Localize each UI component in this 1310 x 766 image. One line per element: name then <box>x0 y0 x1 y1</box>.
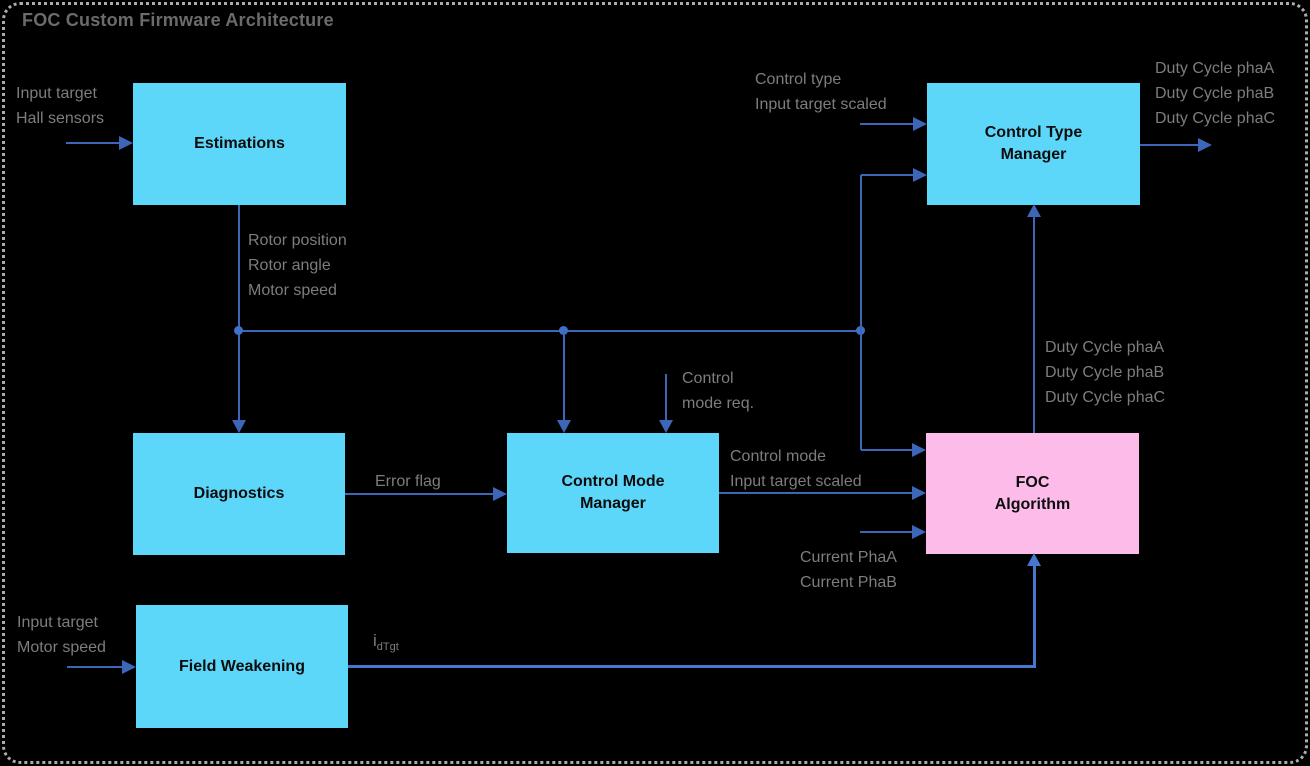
block-control-mode-manager: Control Mode Manager <box>507 433 719 553</box>
arrowhead-foc-into-ctm <box>1027 204 1041 217</box>
line-bus-horizontal <box>239 330 862 332</box>
arrowhead-into-diagnostics <box>232 420 246 433</box>
arrowhead-bus-into-cmm <box>557 420 571 433</box>
line-currents-to-foc <box>860 531 912 533</box>
line-riser-to-ctm <box>861 174 913 176</box>
label-idtgt-sub: dTgt <box>376 641 399 653</box>
label-error-flag: Error flag <box>375 473 441 490</box>
label-estimations-inputs: Input target Hall sensors <box>16 85 105 127</box>
arrowhead-cmm-into-foc <box>912 486 926 500</box>
line-estimations-to-diagnostics <box>238 205 240 421</box>
line-input-to-fw <box>67 666 122 668</box>
line-bus-riser <box>860 175 862 450</box>
block-control-type-manager: Control Type Manager <box>927 83 1140 205</box>
arrowhead-currents-into-foc <box>912 525 926 539</box>
block-diagnostics: Diagnostics <box>133 433 345 555</box>
label-currents: Current PhaA Current PhaB <box>800 549 897 591</box>
arrowhead-fw-into-foc <box>1027 553 1041 566</box>
label-idtgt-main: i <box>373 631 377 650</box>
line-cmm-to-foc <box>719 492 912 494</box>
label-duty-cycle-foc: Duty Cycle phaA Duty Cycle phaB Duty Cyc… <box>1045 339 1166 406</box>
arrowhead-riser-into-ctm <box>913 168 927 182</box>
arrowhead-into-cmm <box>493 487 507 501</box>
block-field-weakening: Field Weakening <box>136 605 348 728</box>
label-fw-inputs: Input target Motor speed <box>17 614 106 656</box>
arrowhead-input-into-ctm <box>913 117 927 131</box>
line-input-to-ctm <box>860 123 913 125</box>
label-duty-cycle-out: Duty Cycle phaA Duty Cycle phaB Duty Cyc… <box>1155 60 1276 127</box>
label-ctm-inputs: Control type Input target scaled <box>755 71 887 113</box>
diagram-title: FOC Custom Firmware Architecture <box>22 10 334 30</box>
line-fw-to-foc-horizontal <box>348 665 1036 668</box>
label-control-mode-req: Control mode req. <box>682 370 755 412</box>
arrowhead-mode-req-into-cmm <box>659 420 673 433</box>
line-mode-req-to-cmm <box>665 374 667 420</box>
block-estimations: Estimations <box>133 83 346 205</box>
block-foc-algorithm: FOC Algorithm <box>926 433 1139 554</box>
line-foc-to-ctm <box>1033 216 1035 433</box>
line-input-to-estimations <box>66 142 119 144</box>
line-bus-to-cmm <box>563 331 565 420</box>
label-idtgt: idTgt <box>373 628 399 660</box>
label-estimations-outputs: Rotor position Rotor angle Motor speed <box>248 232 347 299</box>
junction-dot-middle <box>559 326 568 335</box>
line-riser-to-foc <box>861 449 912 451</box>
arrowhead-input-into-fw <box>122 660 136 674</box>
arrowhead-input-to-estimations <box>119 136 133 150</box>
arrowhead-ctm-output <box>1198 138 1212 152</box>
line-ctm-output <box>1140 144 1198 146</box>
line-diagnostics-to-cmm <box>345 493 493 495</box>
arrowhead-riser-into-foc <box>912 443 926 457</box>
line-fw-to-foc-vertical <box>1033 566 1036 667</box>
label-cmm-outputs: Control mode Input target scaled <box>730 448 862 490</box>
junction-dot-left <box>234 326 243 335</box>
